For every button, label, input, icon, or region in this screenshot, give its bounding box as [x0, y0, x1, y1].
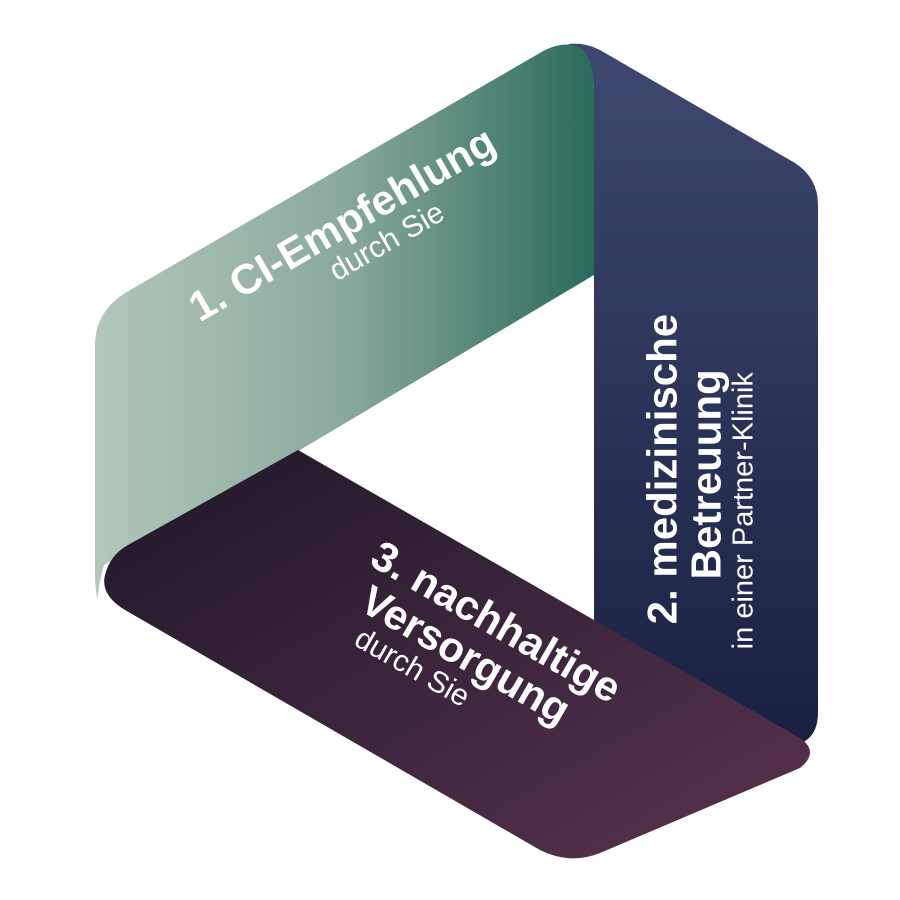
- step-2-title-line2: Betreuung: [682, 369, 730, 580]
- step-2-label: 2. medizinische Betreuung in einer Partn…: [638, 194, 760, 694]
- band-step-1: [95, 44, 594, 600]
- step-2-subtitle: in einer Partner-Klinik: [727, 372, 760, 650]
- band-step-2: [568, 43, 818, 746]
- step-2-title-line1: 2. medizinische: [638, 313, 686, 625]
- band-step-3: [104, 450, 810, 859]
